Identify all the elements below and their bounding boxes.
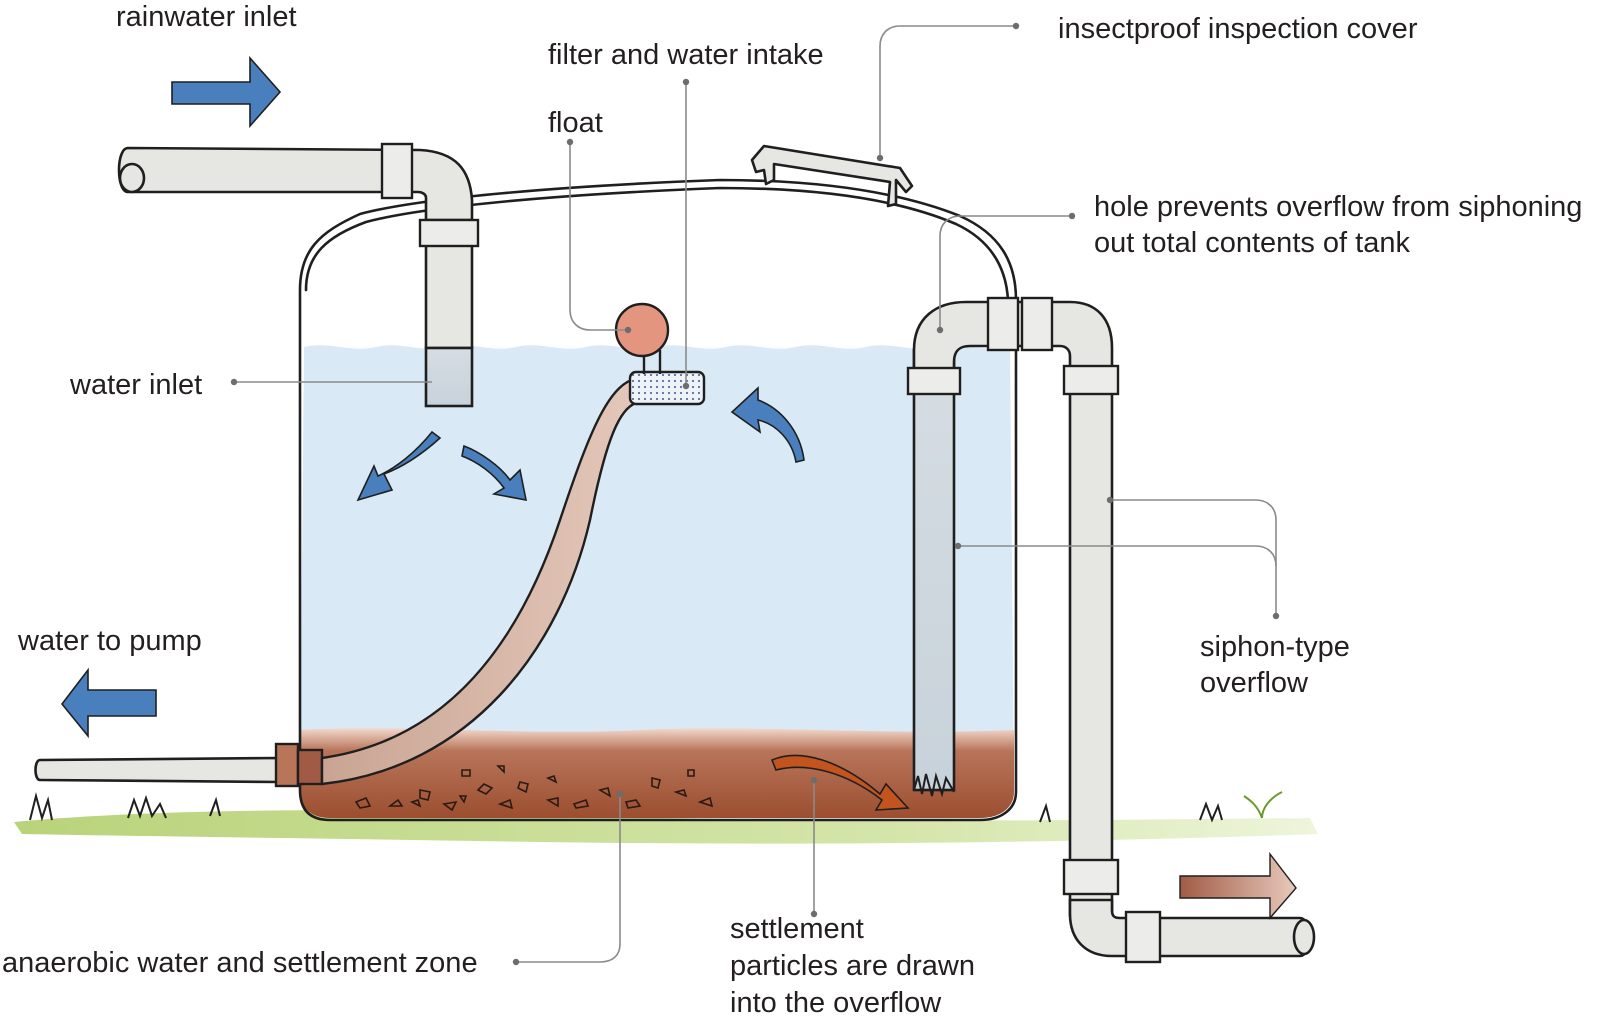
label-insectproof-cover: insectproof inspection cover xyxy=(1058,13,1418,45)
label-hole-line-1: hole prevents overflow from siphoning xyxy=(1094,191,1582,223)
sediment-particles xyxy=(354,765,714,812)
rainwater-inlet-pipe xyxy=(117,146,474,222)
rainwater-inlet-arrow xyxy=(171,55,282,129)
pipe-collar xyxy=(380,142,414,200)
grass-tufts xyxy=(29,791,1283,823)
label-settlement-line-3: into the overflow xyxy=(730,987,942,1019)
label-water-to-pump: water to pump xyxy=(17,625,202,657)
sludge-zone xyxy=(300,728,1014,818)
inlet-downpipe-lower xyxy=(424,346,474,408)
tank-outline xyxy=(298,178,1018,822)
inlet-flow-arrow-left xyxy=(356,430,442,502)
inlet-flow-arrow-right xyxy=(461,444,528,502)
label-filter-and-water-intake: filter and water intake xyxy=(548,39,824,71)
label-settlement-line-1: settlement xyxy=(730,913,864,945)
inspection-cover xyxy=(750,144,914,208)
leader-lines xyxy=(230,22,1280,966)
pipe-collar xyxy=(986,296,1020,352)
siphon-outer-leg xyxy=(1068,374,1114,918)
label-water-inlet: water inlet xyxy=(69,369,202,401)
pipe-collar xyxy=(1020,296,1054,352)
overflow-outlet-pipe-end xyxy=(1292,918,1316,956)
label-settlement-line-2: particles are drawn xyxy=(730,950,975,982)
intake-filter xyxy=(628,370,706,406)
label-hole-line-2: out total contents of tank xyxy=(1094,227,1410,259)
label-siphon-line-1: siphon-type xyxy=(1200,631,1350,663)
tank-outline-inner xyxy=(304,186,1010,302)
rainwater-inlet-pipe-end xyxy=(118,162,146,194)
siphon-inner-leg xyxy=(912,348,956,792)
pipe-collar xyxy=(1062,364,1120,396)
label-anaerobic-zone: anaerobic water and settlement zone xyxy=(2,947,478,979)
pipe-collar xyxy=(1062,858,1120,896)
intake-flow-arrow xyxy=(730,386,805,463)
pump-outlet-fitting xyxy=(274,742,300,788)
label-float: float xyxy=(548,107,603,139)
water-to-pump-arrow xyxy=(60,667,157,739)
ground xyxy=(14,810,1318,844)
label-rainwater-inlet: rainwater inlet xyxy=(116,1,297,33)
pipe-collar xyxy=(1124,910,1162,964)
label-siphon-line-2: overflow xyxy=(1200,667,1309,699)
siphon-inner-leg-teeth xyxy=(913,772,955,798)
pipe-collar xyxy=(418,218,480,248)
pipe-collar xyxy=(906,366,962,396)
pump-outlet-pipe xyxy=(34,756,282,784)
pump-outlet-fitting xyxy=(296,748,324,786)
overflow-outflow-arrow xyxy=(1179,851,1297,920)
sediment-flow-arrow xyxy=(770,754,910,811)
